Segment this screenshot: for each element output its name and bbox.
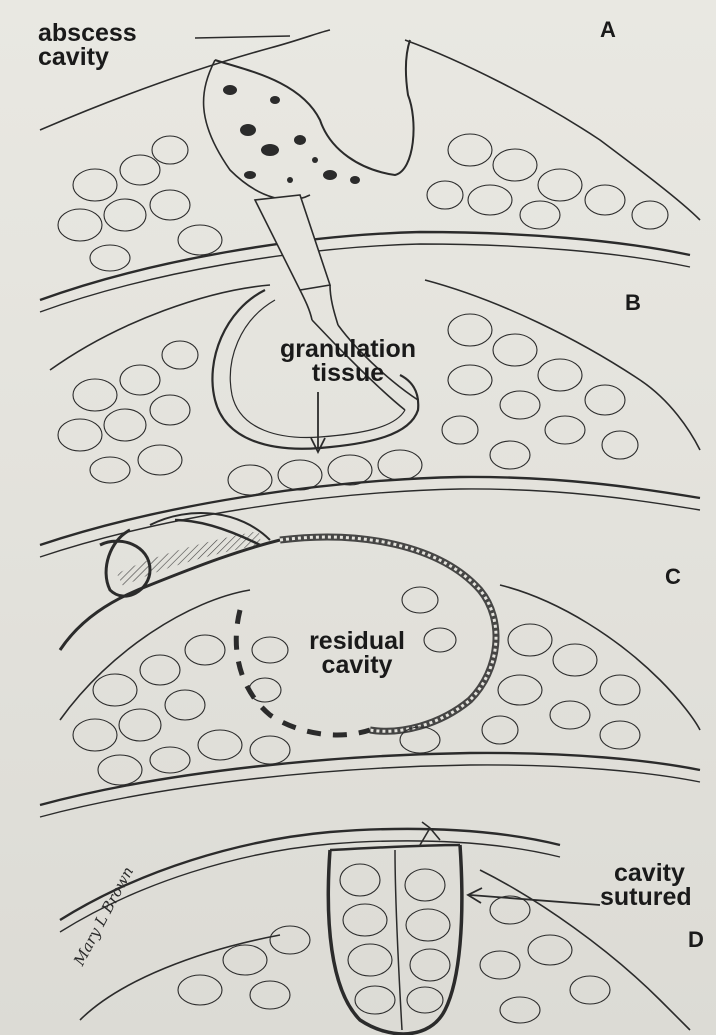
cavity-sutured-line-2: sutured [600, 886, 692, 910]
abscess-cavity-line-2: cavity [38, 46, 137, 70]
panel-label-b: B [625, 293, 641, 314]
residual-cavity-line-2: cavity [282, 654, 432, 678]
panel-label-a: A [600, 20, 616, 41]
granulation-tissue-line-2: tissue [258, 362, 438, 386]
residual-cavity-label: residual cavity [282, 630, 432, 678]
panel-label-d: D [688, 930, 704, 951]
abscess-cavity-label: abscess cavity [38, 22, 137, 70]
panel-b-drawing [40, 280, 700, 557]
cavity-sutured-label: cavity sutured [600, 862, 692, 910]
panel-label-c: C [665, 567, 681, 588]
granulation-tissue-label: granulation tissue [258, 338, 438, 386]
panel-d-drawing [60, 822, 690, 1034]
panel-a-drawing [40, 30, 700, 325]
